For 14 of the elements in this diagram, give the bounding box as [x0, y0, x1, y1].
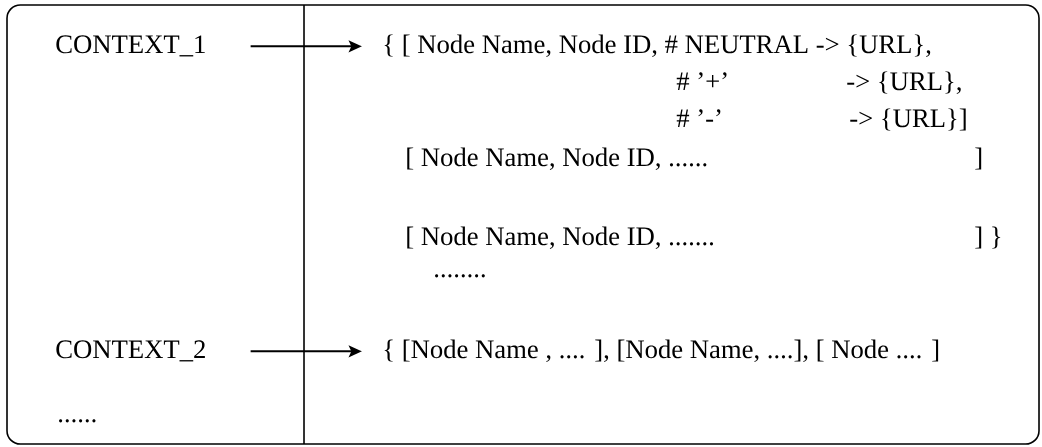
code-text: ...... — [59, 419, 96, 423]
text-label: CONTEXT_1 — [56, 35, 205, 57]
text-label: CONTEXT_2 — [56, 340, 205, 362]
code-text: ........ — [435, 274, 485, 278]
code-text: -> {URL}] — [850, 108, 966, 131]
code-text: ] — [975, 147, 982, 170]
text-label: { [ Node Name, Node ID, # NEUTRAL -> {URL}, — [384, 34, 931, 58]
text-label: { [Node Name , .... ], [Node Name, ....], [ Node .... ] — [384, 339, 939, 363]
code-text: -> {URL}, — [847, 71, 961, 95]
code-text: ] } — [975, 226, 1001, 249]
code-text: # ’-’ — [676, 109, 721, 127]
code-text: # ’+’ — [676, 72, 727, 90]
code-text: [ Node Name, Node ID, ....... — [407, 226, 714, 250]
code-text: [ Node Name, Node ID, ...... — [407, 147, 707, 171]
